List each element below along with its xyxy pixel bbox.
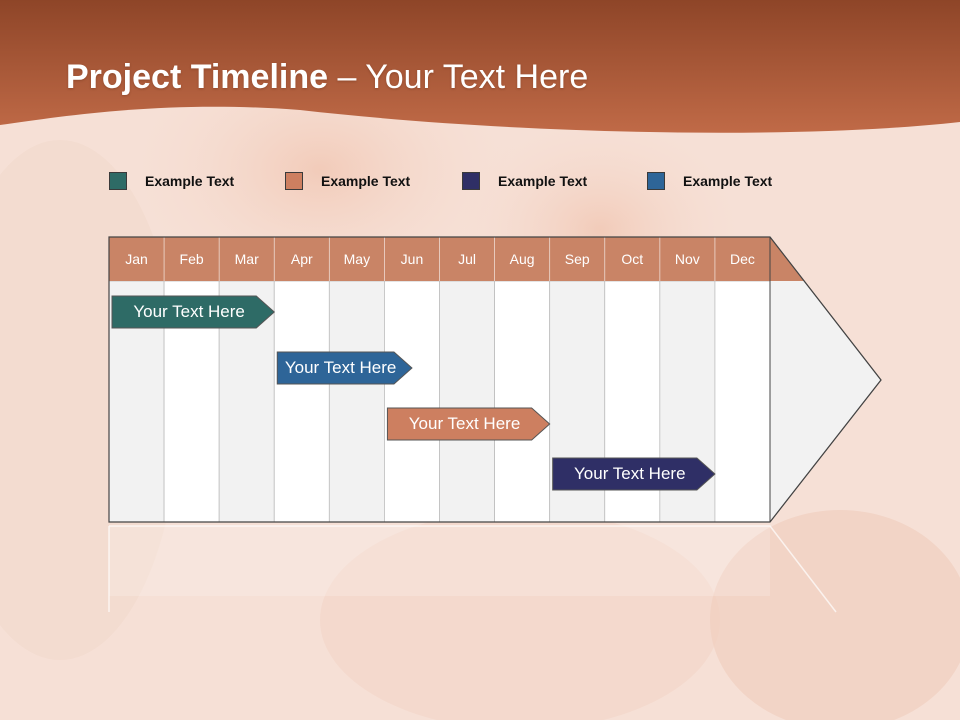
legend-swatch [462,172,480,190]
task-bar-label: Your Text Here [133,302,245,321]
month-label: Jul [458,251,476,267]
month-label: May [343,251,371,267]
timeline-reflection [108,525,837,613]
month-column [273,280,330,523]
month-column [384,280,440,523]
month-label: Dec [729,251,755,267]
month-header-row [109,237,804,281]
legend-item-1: Example Text [109,170,234,192]
month-column [494,280,551,523]
month-label: Nov [674,251,700,267]
month-column [439,280,495,523]
page-title: Project Timeline – Your Text Here [66,58,588,97]
legend-item-3: Example Text [462,170,587,192]
month-label: Oct [621,251,644,267]
month-label: Jan [125,251,148,267]
task-bar-2 [276,351,413,385]
month-column [328,280,385,523]
month-label: Mar [234,251,259,267]
month-column [714,280,771,523]
title-rest: – Your Text Here [328,58,589,96]
title-bold: Project Timeline [66,58,329,96]
legend-label: Example Text [145,173,235,189]
month-label: Aug [509,251,535,267]
legend-label: Example Text [498,173,588,189]
legend-swatch [647,172,665,190]
task-bar-label: Your Text Here [574,464,686,483]
task-bar-4 [552,457,716,491]
header-band [0,0,960,133]
task-bar-label: Your Text Here [284,358,397,377]
month-label: Jun [400,251,424,267]
month-label: Feb [179,251,204,267]
timeline-reflection-fill [109,526,770,596]
legend-label: Example Text [683,173,773,189]
month-label: Apr [290,251,313,267]
month-label: Sep [564,251,590,267]
legend-item-2: Example Text [285,170,410,192]
task-bar-3 [386,407,551,441]
legend-swatch [285,172,303,190]
legend-item-4: Example Text [647,170,772,192]
legend-label: Example Text [321,173,411,189]
timeline-outline [108,236,882,523]
task-bar-label: Your Text Here [408,414,521,433]
legend-swatch [109,172,127,190]
task-bar-1 [111,295,276,329]
